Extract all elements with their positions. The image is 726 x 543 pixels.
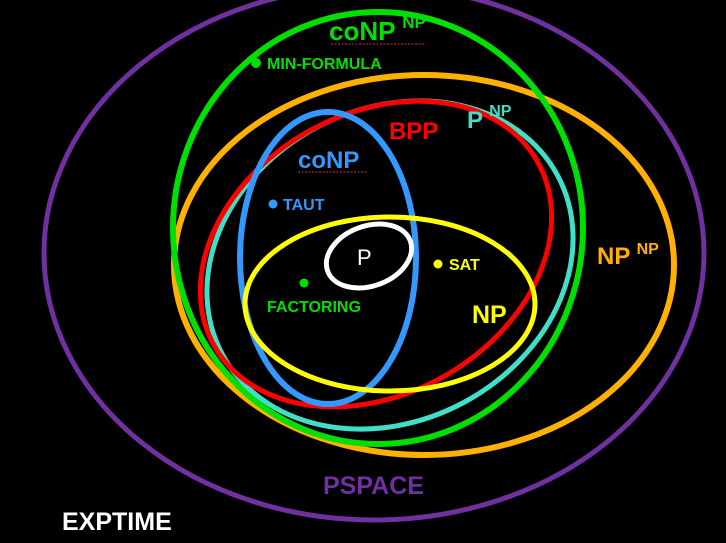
bpp-ellipse <box>197 98 555 410</box>
conp-label: coNP <box>298 147 359 174</box>
bpp-label: BPP <box>389 118 438 145</box>
p-np-base: P <box>467 107 483 134</box>
conp-np-base: coNP <box>329 16 395 46</box>
np-np-base: NP <box>597 243 630 270</box>
conp-np-superscript: NP <box>402 13 426 32</box>
conp-np-ellipse <box>170 9 586 447</box>
np-label: NP <box>472 301 507 329</box>
p-ellipse <box>323 221 415 291</box>
np-ellipse <box>242 214 538 394</box>
pspace-ellipse <box>41 0 707 523</box>
factoring-dot <box>299 278 309 288</box>
p-np-superscript: NP <box>489 103 512 120</box>
sat-label: SAT <box>449 257 480 274</box>
np-np-superscript: NP <box>637 241 660 258</box>
min-formula-dot <box>251 58 261 68</box>
conp-np-label: coNP NP <box>329 13 426 46</box>
p-np-label: P NP <box>467 103 512 134</box>
np-np-label: NP NP <box>597 241 659 270</box>
exptime-label: EXPTIME <box>62 508 172 536</box>
conp-ellipse <box>237 109 419 407</box>
pspace-label: PSPACE <box>323 472 424 500</box>
p-label: P <box>357 245 372 270</box>
factoring-label: FACTORING <box>267 299 361 316</box>
min-formula-label: MIN-FORMULA <box>267 56 382 73</box>
sat-dot <box>433 259 443 269</box>
taut-dot <box>268 199 278 209</box>
taut-label: TAUT <box>283 197 325 214</box>
